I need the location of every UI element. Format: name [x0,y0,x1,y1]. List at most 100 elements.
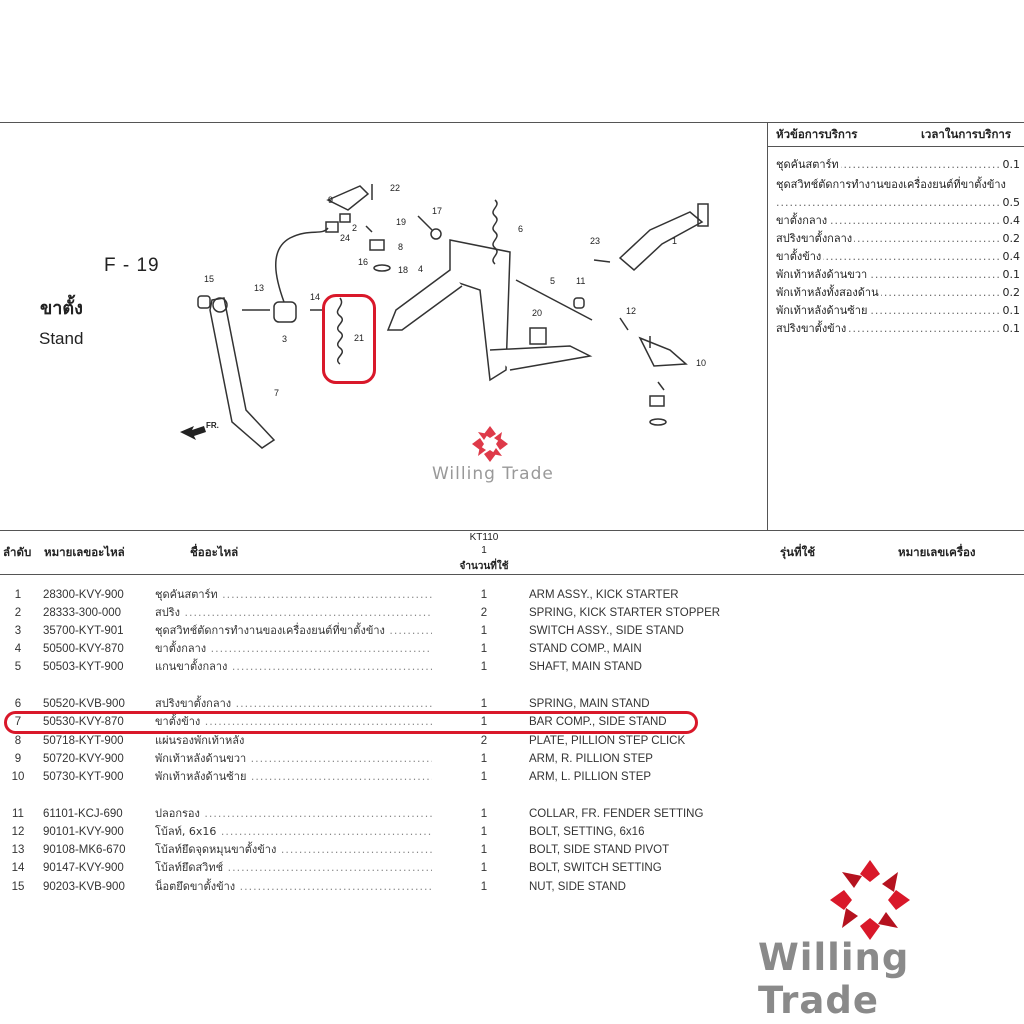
row-quantity: 1 [480,881,488,893]
row-name-english: SPRING, KICK STARTER STOPPER [529,607,721,619]
service-header-rule [767,146,1024,147]
header-engine-number: หมายเลขเครื่อง [898,545,976,559]
callout-14: 14 [310,292,320,302]
callout-7: 7 [274,388,279,398]
row-part-number: 61101-KCJ-690 [43,808,123,820]
side-stand-pivot-part [212,297,228,313]
table-row: 10 50730-KYT-900 พักเท้าหลังด้านซ้าย ...… [0,768,720,786]
pin-19-part [417,215,433,231]
service-row-label: ขาตั้งกลาง [776,212,830,229]
row-no: 12 [11,826,25,838]
row-no: 13 [11,844,25,856]
brand-name-text: Willing Trade [758,936,910,1022]
row-name-thai: ขาตั้งข้าง [155,715,201,728]
callout-15: 15 [204,274,214,284]
service-row-value: 0.2 [1002,232,1021,245]
bolt-2b-part [657,381,665,391]
switch-connector-part [325,221,339,233]
table-row: 8 50718-KYT-900 แผ่นรองพักเท้าหลัง 2 PLA… [0,732,720,750]
row-no: 1 [14,589,22,601]
callout-9: 9 [328,195,333,205]
service-row: ชุดสวิทช์ตัดการทำงานของเครื่องยนต์ที่ขาต… [776,176,1020,193]
plate-8b-part [649,395,665,407]
row-quantity: 1 [480,661,488,673]
row-name-thai: สปริงขาตั้งกลาง [155,697,232,710]
svg-text:FR.: FR. [206,421,219,430]
table-row: 1 28300-KVY-900 ชุดคันสตาร์ท ...........… [0,586,720,604]
watermark-logo-mark [472,426,508,462]
brand-logo-mark [830,860,910,940]
pin-18b-part [649,418,667,426]
service-row: ........................................… [776,248,1020,265]
row-part-number: 90101-KVY-900 [43,826,124,838]
collar-part [573,297,585,309]
row-name-thai: ขาตั้งกลาง [155,642,207,655]
pin-18-part [373,264,391,272]
row-part-number: 28333-300-000 [43,607,122,619]
left-pillion-step-part [638,336,688,367]
row-name-thai: โบ้ลท์ยึดสวิทช์ [155,861,224,874]
row-quantity: 1 [480,698,488,710]
service-row-value: 0.5 [1002,196,1021,209]
table-row: 2 28333-300-000 สปริง ..................… [0,604,720,622]
table-row: 3 35700-KYT-901 ชุดสวิทช์ตัดการทำงานของเ… [0,622,720,640]
service-row: ........................................… [776,302,1020,319]
row-no: 7 [14,716,22,728]
row-no: 4 [14,643,22,655]
bolt-2-part [365,225,373,233]
row-quantity: 1 [480,862,488,874]
main-stand-spring-part [492,199,498,265]
row-name-thai: ชุดคันสตาร์ท [155,588,218,601]
row-name-thai: น็อตยึดขาตั้งข้าง [155,880,236,893]
service-row: ........................................… [776,156,1020,173]
bolt-12-part [619,317,629,331]
kick-starter-pedal-part [697,203,709,227]
table-row: 9 50720-KVY-900 พักเท้าหลังด้านขวา .....… [0,750,720,768]
row-name-english: SPRING, MAIN STAND [529,698,650,710]
service-row-label: พักเท้าหลังด้านขวา [776,266,870,283]
row-quantity: 1 [480,643,488,655]
service-row-value: 0.4 [1002,214,1021,227]
row-part-number: 90147-KVY-900 [43,862,124,874]
row-quantity: 1 [480,826,488,838]
row-name-thai: สปริง [155,606,180,619]
row-part-number: 90203-KVB-900 [43,881,125,893]
top-border [0,122,1024,123]
callout-16: 16 [358,257,368,267]
header-quantity: จำนวนที่ใช้ [459,561,509,572]
row-quantity: 1 [480,716,488,728]
callout-21: 21 [354,333,364,343]
row-quantity: 1 [480,589,488,601]
callout-17: 17 [432,206,442,216]
row-name-english: SHAFT, MAIN STAND [529,661,642,673]
service-row-value: 0.1 [1002,268,1021,281]
service-row-label: ชุดสวิทช์ตัดการทำงานของเครื่องยนต์ที่ขาต… [776,176,1008,193]
service-row-value: 0.1 [1002,304,1021,317]
row-7-highlight-box [4,711,698,734]
row-name-english: COLLAR, FR. FENDER SETTING [529,808,704,820]
side-stand-bar-part [209,297,276,449]
row-no: 3 [14,625,22,637]
row-quantity: 1 [480,771,488,783]
callout-20: 20 [532,308,542,318]
row-quantity: 1 [480,753,488,765]
callout-24: 24 [340,233,350,243]
row-name-thai: ปลอกรอง [155,807,200,820]
switch-part [273,301,297,323]
callout-18: 18 [398,265,408,275]
row-no: 14 [11,862,25,874]
parts-header-rule [0,574,1024,575]
row-no: 10 [11,771,25,783]
callout-6: 6 [518,224,523,234]
row-part-number: 50730-KYT-900 [43,771,124,783]
service-divider [767,122,768,530]
row-no: 11 [12,808,24,820]
row-name-thai: ชุดสวิทช์ตัดการทำงานของเครื่องยนต์ที่ขาต… [155,624,385,637]
row-no: 5 [14,661,22,673]
service-header-left: หัวข้อการบริการ [776,127,858,141]
table-row: 15 90203-KVB-900 น็อตยึดขาตั้งข้าง .....… [0,878,720,896]
row-name-thai: แผ่นรองพักเท้าหลัง [155,734,245,747]
callout-10: 10 [696,358,706,368]
row-part-number: 50520-KVB-900 [43,698,125,710]
table-row: 11 61101-KCJ-690 ปลอกรอง ...............… [0,805,720,823]
